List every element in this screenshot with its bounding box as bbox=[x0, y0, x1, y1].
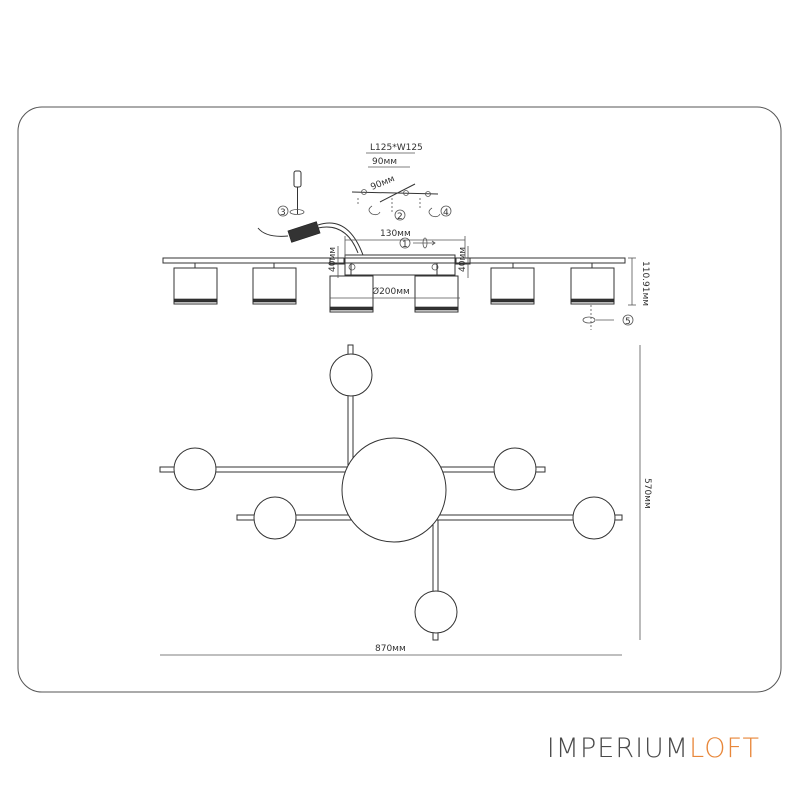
top-shade-3 bbox=[493, 447, 537, 491]
svg-text:1: 1 bbox=[402, 240, 408, 250]
total-height-label: 110.91мм bbox=[640, 261, 650, 306]
mounting-bracket-sketch bbox=[351, 183, 441, 218]
top-shade-1 bbox=[329, 353, 373, 397]
canopy-height-left-label: 40мм bbox=[328, 247, 338, 272]
top-shade-4 bbox=[253, 496, 297, 540]
plate-size-label: L125*W125 bbox=[370, 143, 423, 153]
side-view: 130мм 40мм 40мм Ø200мм 110.91мм bbox=[162, 229, 650, 313]
depth-label: 570мм bbox=[642, 478, 652, 509]
brand-logo: IMPERIUMLOFT bbox=[547, 733, 760, 764]
brand-name-part1: IMPERIUM bbox=[546, 733, 690, 764]
side-arm-bar bbox=[162, 257, 626, 264]
top-canopy bbox=[341, 437, 447, 543]
canopy-width-label: 130мм bbox=[380, 229, 411, 239]
hole-spacing-label-1: 90мм bbox=[372, 157, 397, 167]
top-shade-5 bbox=[572, 496, 616, 540]
step-5-rotate-sketch bbox=[582, 305, 614, 330]
svg-text:3: 3 bbox=[280, 208, 286, 218]
step-5-marker bbox=[622, 314, 634, 326]
canopy-height-right-label: 40мм bbox=[458, 247, 468, 272]
terminal-block bbox=[257, 221, 364, 256]
top-shade-2 bbox=[173, 447, 217, 491]
canopy bbox=[344, 254, 456, 276]
top-view: 870мм 570мм bbox=[159, 344, 652, 656]
side-shades bbox=[173, 263, 615, 313]
step-1-marker bbox=[399, 237, 411, 249]
brand-name-part2: LOFT bbox=[689, 733, 760, 764]
svg-text:5: 5 bbox=[625, 317, 631, 327]
step-2-marker bbox=[394, 209, 406, 221]
step-4-marker bbox=[440, 205, 452, 217]
svg-text:4: 4 bbox=[443, 208, 449, 218]
hole-spacing-label-2: 90мм bbox=[369, 174, 396, 193]
svg-text:2: 2 bbox=[397, 212, 403, 222]
canopy-diameter-label: Ø200мм bbox=[372, 286, 410, 297]
screwdriver-icon bbox=[289, 170, 305, 215]
top-shade-6 bbox=[414, 590, 458, 634]
width-label: 870мм bbox=[375, 644, 406, 654]
step-3-marker bbox=[277, 205, 289, 217]
drawing-frame bbox=[17, 106, 782, 693]
installation-steps: L125*W125 90мм 90мм 2 4 3 bbox=[257, 143, 634, 330]
